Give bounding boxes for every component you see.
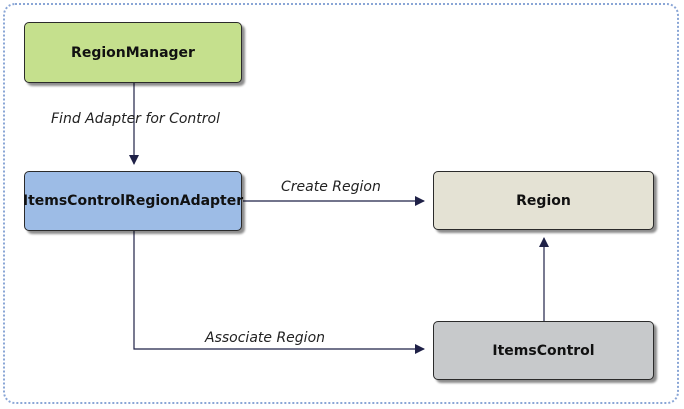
node-items-control-region-adapter: ItemsControlRegionAdapter bbox=[23, 171, 243, 231]
edge-label-associate-region: Associate Region bbox=[205, 330, 326, 346]
edge-label-create-region: Create Region bbox=[281, 179, 381, 195]
node-items-control: ItemsControl bbox=[433, 321, 654, 380]
edge-label-find-adapter: Find Adapter for Control bbox=[51, 111, 221, 127]
diagram-frame bbox=[3, 3, 679, 404]
node-region: Region bbox=[433, 171, 654, 230]
edge-associate-region bbox=[133, 231, 425, 354]
node-region-manager: RegionManager bbox=[24, 22, 242, 83]
